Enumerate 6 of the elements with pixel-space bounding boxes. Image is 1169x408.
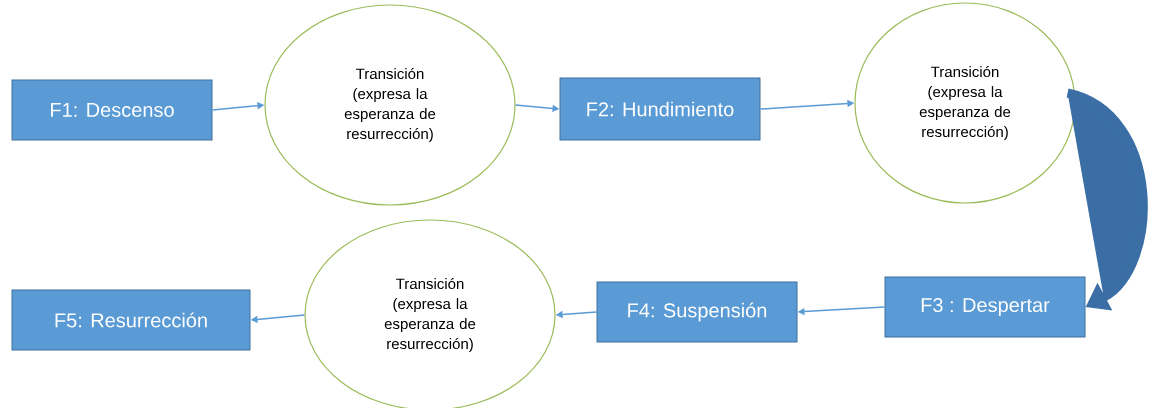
process-box: F3 : Despertar <box>884 276 1086 338</box>
process-box: F2: Hundimiento <box>559 77 761 141</box>
process-box: F4: Suspensión <box>596 281 798 343</box>
process-box: F5: Resurrección <box>11 289 251 351</box>
curved-arrow <box>1066 88 1148 311</box>
process-box: F1: Descenso <box>11 79 213 141</box>
